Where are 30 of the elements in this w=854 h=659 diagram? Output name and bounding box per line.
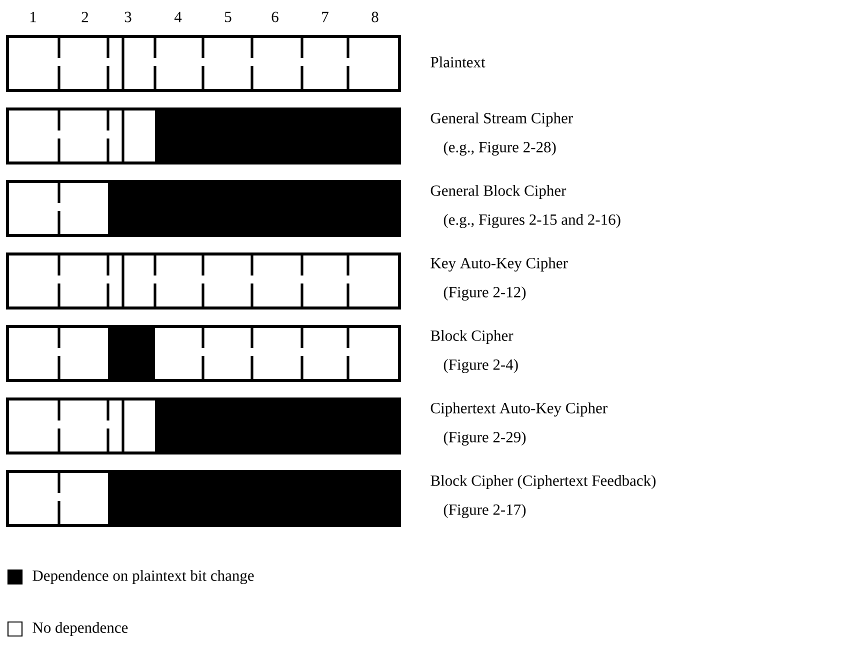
bit-number: 1 [30,12,36,22]
bit-number: 3 [124,12,132,22]
bar-label: General Block Cipher [430,184,566,200]
bar-label: Block Cipher (Ciphertext Feedback) [430,474,656,490]
bit-number: 4 [174,12,182,22]
legend-label: Dependence on plaintext bit change [32,570,254,584]
bar-label: Plaintext [430,56,486,68]
bar-label: (e.g., Figures 2-15 and 2-16) [444,214,620,228]
bit-bar [6,178,401,237]
bit-bar [6,34,401,92]
bar-label: (e.g., Figure 2-28) [444,141,556,156]
bar-label: (Figure 2-12) [444,286,526,301]
legend-label: No dependence [32,622,128,636]
bar-label: Block Cipher [430,330,514,344]
bar-label: General Stream Cipher [430,112,573,127]
bit-bar [6,468,401,527]
bit-number: 6 [272,12,278,22]
bar-label: Key Auto-Key Cipher [430,257,568,272]
bit-number: 2 [82,12,88,22]
bar-label: Ciphertext Auto-Key Cipher [430,402,608,417]
bit-bar [6,106,401,164]
bit-bar [6,396,401,454]
bit-number: 5 [225,12,232,22]
bit-bar [6,251,401,310]
bit-bar [6,324,401,382]
bar-label: (Figure 2-29) [444,431,526,446]
bar-label: (Figure 2-4) [444,358,518,374]
bit-number: 8 [372,12,378,22]
bit-number: 7 [322,12,328,22]
bar-label: (Figure 2-17) [444,504,526,518]
